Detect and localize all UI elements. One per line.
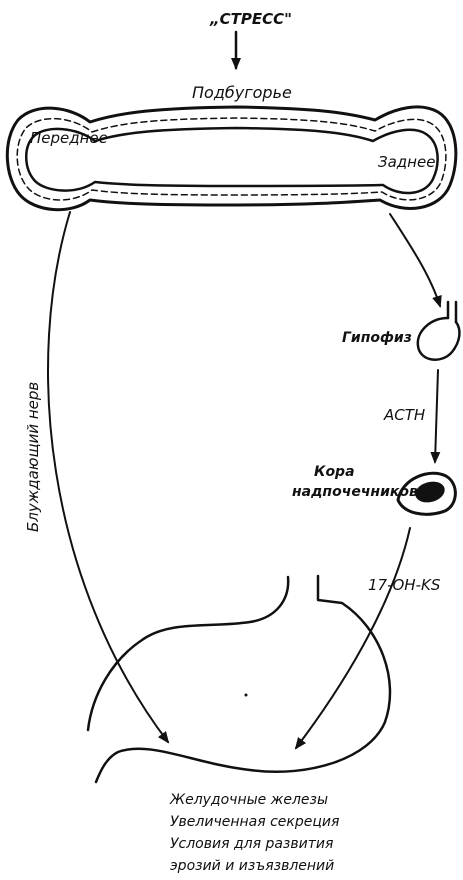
caption-line-3: Условия для развития	[170, 836, 333, 852]
acth-label: ACTH	[383, 406, 425, 424]
vagus-nerve-arrow	[48, 212, 168, 742]
hormone-arrow	[296, 528, 410, 748]
vagus-nerve-label: Блуждающий нерв	[24, 382, 42, 532]
hypothalamus-anterior-label: Переднее	[30, 129, 108, 147]
hormone-label: 17-OH-KS	[368, 576, 441, 594]
hypothalamus-posterior-label: Заднее	[378, 153, 435, 171]
pituitary-icon	[418, 302, 460, 360]
adrenal-cortex-label-line-2: надпочечников	[292, 484, 418, 500]
hypothalamus-pituitary-arrow	[390, 214, 440, 306]
caption-line-2: Увеличенная секреция	[170, 814, 339, 830]
pituitary-label: Гипофиз	[342, 330, 412, 346]
ink-dot	[245, 694, 248, 697]
hypothalamus-title: Подбугорье	[192, 83, 292, 102]
caption-line-4: эрозий и изъязвлений	[170, 858, 334, 874]
acth-arrow	[435, 370, 438, 462]
adrenal-cortex-label-line-1: Кора	[314, 464, 355, 480]
caption-line-1: Желудочные железы	[169, 792, 328, 808]
stress-label: „СТРЕСС"	[209, 10, 292, 28]
